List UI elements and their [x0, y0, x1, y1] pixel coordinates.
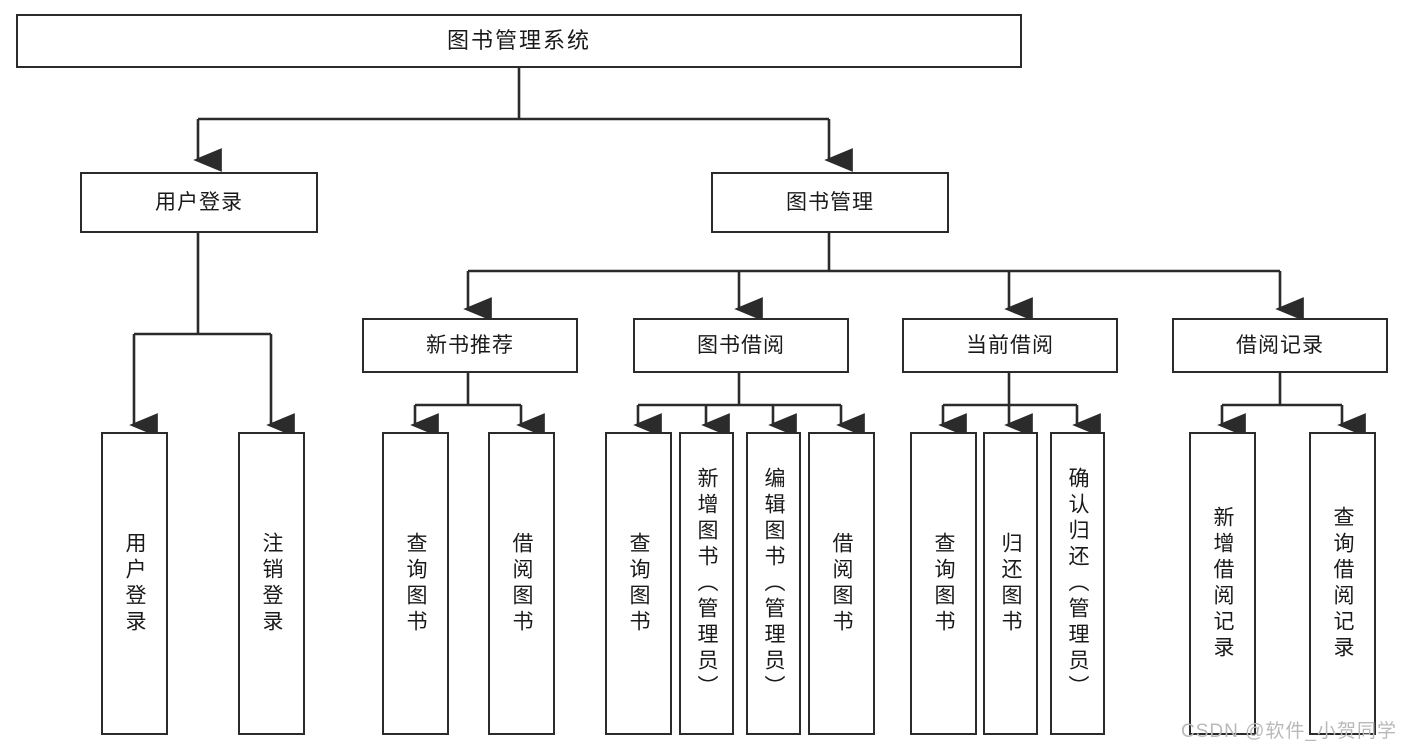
leaf-borrow-edit-book-label: 编辑图书（管理员）	[762, 466, 786, 701]
leaf-user-login-logout-label: 注销登录	[260, 531, 284, 636]
leaf-user-login-logout[interactable]: 注销登录	[238, 432, 305, 735]
leaf-borrow-query-book-label: 查询图书	[627, 531, 651, 636]
leaf-record-add-label: 新增借阅记录	[1211, 505, 1235, 662]
leaf-current-return-book-label: 归还图书	[999, 531, 1023, 636]
leaf-new-book-query-label: 查询图书	[404, 531, 428, 636]
leaf-user-login-login[interactable]: 用户登录	[101, 432, 168, 735]
node-current-borrow-label: 当前借阅	[966, 333, 1054, 357]
leaf-record-query-label: 查询借阅记录	[1331, 505, 1355, 662]
leaf-current-query-book[interactable]: 查询图书	[910, 432, 977, 735]
leaf-new-book-borrow[interactable]: 借阅图书	[488, 432, 555, 735]
node-borrow-record[interactable]: 借阅记录	[1172, 318, 1388, 373]
node-book-management-label: 图书管理	[786, 190, 874, 214]
node-root-label: 图书管理系统	[446, 27, 591, 53]
leaf-borrow-borrow-book[interactable]: 借阅图书	[808, 432, 875, 735]
leaf-current-return-book[interactable]: 归还图书	[983, 432, 1038, 735]
node-current-borrow[interactable]: 当前借阅	[902, 318, 1118, 373]
watermark: CSDN @软件_小贺同学	[1181, 721, 1397, 742]
leaf-borrow-add-book[interactable]: 新增图书（管理员）	[679, 432, 734, 735]
leaf-current-confirm-return-label: 确认归还（管理员）	[1066, 466, 1090, 701]
node-new-book-recommend[interactable]: 新书推荐	[362, 318, 578, 373]
node-book-borrow-label: 图书借阅	[697, 333, 785, 357]
node-user-login-label: 用户登录	[155, 190, 243, 214]
node-book-borrow[interactable]: 图书借阅	[633, 318, 849, 373]
leaf-record-query[interactable]: 查询借阅记录	[1309, 432, 1376, 735]
leaf-borrow-edit-book[interactable]: 编辑图书（管理员）	[746, 432, 801, 735]
leaf-new-book-query[interactable]: 查询图书	[382, 432, 449, 735]
leaf-current-confirm-return[interactable]: 确认归还（管理员）	[1050, 432, 1105, 735]
node-book-management[interactable]: 图书管理	[711, 172, 949, 233]
node-new-book-recommend-label: 新书推荐	[426, 333, 514, 357]
leaf-borrow-borrow-book-label: 借阅图书	[830, 531, 854, 636]
node-root[interactable]: 图书管理系统	[16, 14, 1022, 68]
node-borrow-record-label: 借阅记录	[1236, 333, 1324, 357]
leaf-record-add[interactable]: 新增借阅记录	[1189, 432, 1256, 735]
leaf-new-book-borrow-label: 借阅图书	[510, 531, 534, 636]
node-user-login[interactable]: 用户登录	[80, 172, 318, 233]
leaf-current-query-book-label: 查询图书	[932, 531, 956, 636]
leaf-user-login-login-label: 用户登录	[123, 531, 147, 636]
leaf-borrow-add-book-label: 新增图书（管理员）	[695, 466, 719, 701]
leaf-borrow-query-book[interactable]: 查询图书	[605, 432, 672, 735]
